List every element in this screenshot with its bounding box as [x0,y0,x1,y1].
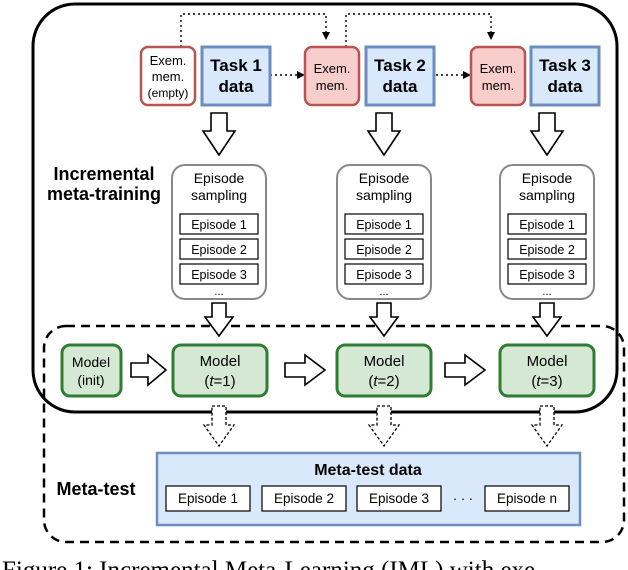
right-arrow-model-1-2 [284,353,327,387]
incremental-label-line1: Incremental [53,164,154,184]
sampling-3-episode-3: Episode 3 [519,268,575,282]
task-data-3 [529,45,601,107]
task-1-line1: Task 1 [210,56,262,75]
meta-test-data-title: Meta-test data [314,462,422,479]
sampling-2-more: ... [379,286,388,298]
model-t1 [171,343,269,398]
meta-test-episode-2: Episode 2 [274,491,334,506]
sampling-3-more: ... [542,286,551,298]
down-arrow-task-2 [366,112,402,157]
sampling-3-title1: Episode [522,170,573,186]
exemplar-memory-2 [303,45,361,107]
exem-link-arrow-2 [345,13,495,47]
model-t3 [498,343,596,398]
sampling-3-episode-1: Episode 1 [519,218,575,232]
exem-3-line1: Exem. [480,61,517,76]
exem-3-line2: mem. [482,78,515,93]
incremental-meta-training-region [31,2,619,414]
model-t2-line2: (t=2) [368,373,399,390]
exem-2-line1: Exem. [314,61,351,76]
exemplar-memory-3 [469,45,527,107]
exem-2-line2: mem. [316,78,349,93]
task-2-line1: Task 2 [374,56,426,75]
model-t3-line1: Model [527,353,568,370]
sampling-1-episode-3: Episode 3 [191,268,247,282]
episode-sampling-1: Episode sampling Episode 1 Episode 2 Epi… [171,164,267,300]
sampling-3-title2: sampling [519,187,575,203]
down-arrow-task-1 [201,112,237,157]
incremental-label-line2: meta-training [47,184,161,204]
down-arrow-task-3 [529,112,565,157]
exem-link-arrow-1 [180,13,330,47]
figure-caption-fragment: Figure 1: Incremental Meta-Learning (IML… [2,557,535,570]
exem-1-line1: Exem. [150,53,187,68]
down-arrow-sampling-1 [203,302,235,338]
right-arrow-model-0-1 [130,353,168,387]
sampling-1-episode-1: Episode 1 [191,218,247,232]
model-t2 [335,343,433,398]
task-data-1 [200,45,272,107]
sampling-2-title2: sampling [356,187,412,203]
model-t1-line2: (t=1) [204,373,235,390]
sampling-2-title1: Episode [359,170,410,186]
meta-test-episode-3: Episode 3 [369,491,429,506]
dashed-arrow-model-3 [530,405,564,448]
meta-test-episode-1: Episode 1 [178,491,238,506]
dashed-arrow-model-1 [202,405,236,448]
down-arrow-sampling-3 [531,302,563,338]
episode-sampling-3: Episode sampling Episode 1 Episode 2 Epi… [499,164,595,300]
sampling-2-episode-3: Episode 3 [356,268,412,282]
model-t1-line1: Model [200,353,241,370]
task-3-line2: data [548,77,584,96]
down-arrow-sampling-2 [368,302,400,338]
task-data-2 [364,45,436,107]
model-init [60,343,123,398]
sampling-1-title2: sampling [191,187,247,203]
meta-test-region [42,324,626,544]
sampling-1-episode-2: Episode 2 [191,243,247,257]
meta-test-ellipsis: · · · [453,491,473,506]
episode-sampling-2: Episode sampling Episode 1 Episode 2 Epi… [336,164,432,300]
exemplar-memory-1 [139,45,197,107]
sampling-2-episode-1: Episode 1 [356,218,412,232]
model-init-line2: (init) [77,372,104,388]
sampling-1-more: ... [214,286,223,298]
dashed-arrow-model-2 [367,405,401,448]
exem-1-line2: mem. [152,69,185,84]
right-arrow-model-2-3 [444,353,487,387]
sampling-3-episode-2: Episode 2 [519,243,575,257]
task-3-line1: Task 3 [539,56,591,75]
sampling-2-episode-2: Episode 2 [356,243,412,257]
model-t3-line2: (t=3) [531,373,562,390]
model-t2-line1: Model [364,353,405,370]
task-1-line2: data [219,77,255,96]
meta-test-episode-n: Episode n [497,491,557,506]
exem-1-line3: (empty) [148,86,189,100]
task-2-line2: data [383,77,419,96]
sampling-1-title1: Episode [194,170,245,186]
model-init-line1: Model [72,354,110,370]
meta-test-label: Meta-test [56,479,135,499]
